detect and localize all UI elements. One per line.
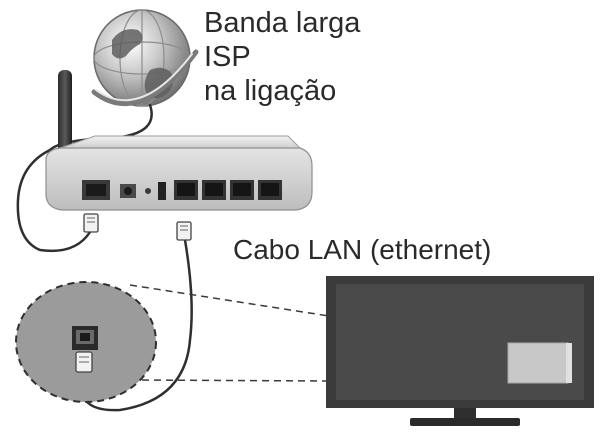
- globe-icon: [91, 9, 199, 107]
- isp-label: Banda larga ISP na ligação: [204, 6, 360, 108]
- tv-icon: [326, 276, 594, 426]
- router-icon: [45, 70, 313, 211]
- router-lan-ports: [174, 180, 282, 200]
- rj45-connector-icon: [83, 213, 192, 241]
- ethernet-port-icon: [72, 326, 98, 350]
- router-wan-port: [82, 180, 110, 200]
- isp-label-line1: Banda larga: [204, 7, 361, 39]
- lan-cable-label: Cabo LAN (ethernet): [233, 234, 492, 265]
- isp-label-line2: ISP: [204, 41, 251, 73]
- tv-lan-port-highlight: [507, 342, 569, 384]
- zoom-circle: [15, 281, 157, 403]
- isp-label-line3: na ligação: [204, 75, 337, 107]
- lan-cable: [80, 238, 193, 412]
- router-power-jack: [120, 184, 136, 198]
